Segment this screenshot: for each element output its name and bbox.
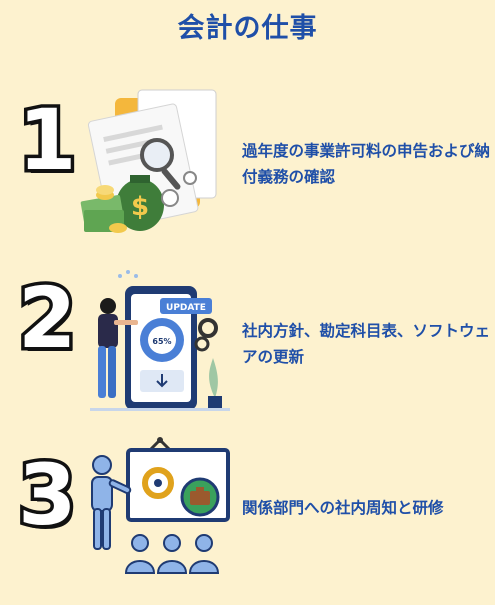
item-row-1: 1 $ 過年度の事業許可料の申告および納付義務の確認 <box>0 80 495 250</box>
item-number: 2 <box>14 269 80 367</box>
svg-text:$: $ <box>131 192 149 222</box>
item-text: 過年度の事業許可料の申告および納付義務の確認 <box>242 142 491 186</box>
item-number: 1 <box>14 91 80 189</box>
software-update-icon: UPDATE 65% <box>90 270 230 411</box>
presentation-team-icon <box>91 437 230 574</box>
update-badge: UPDATE <box>166 303 206 313</box>
documents-money-icon: $ <box>80 89 217 233</box>
item-text: 社内方針、勘定科目表、ソフトウェアの更新 <box>242 322 491 366</box>
progress-label: 65% <box>152 337 171 346</box>
item-text: 関係部門への社内周知と研修 <box>242 499 444 517</box>
item-number: 3 <box>14 446 80 544</box>
page-title: 会計の仕事 <box>177 13 318 44</box>
item-row-3: 3 関係部門への社内周知と研修 <box>0 435 495 605</box>
item-row-2: 2 UPDATE 65% 社内方針、勘定科目表、ソフトウェアの更新 <box>0 258 495 428</box>
